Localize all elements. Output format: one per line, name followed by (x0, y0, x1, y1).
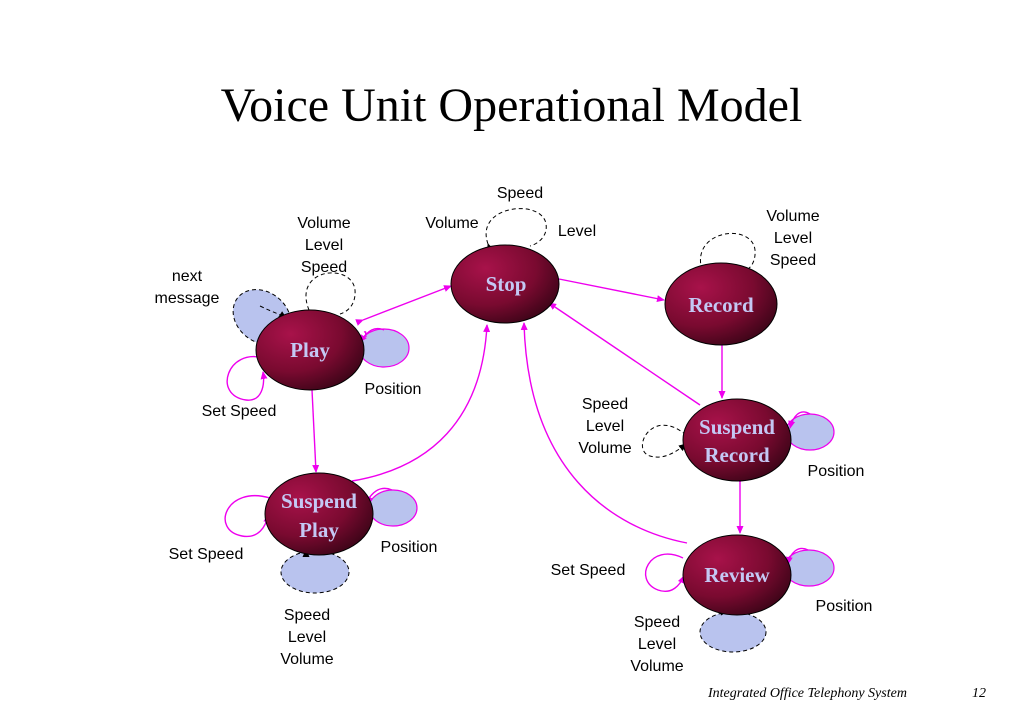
review-set-speed-loop (644, 553, 685, 592)
suspend-record-position-label: Position (808, 463, 865, 480)
review-position-label: Position (816, 598, 873, 615)
state-play: Play (255, 309, 365, 391)
transition-stop-record (551, 274, 665, 303)
state-stop-label: Stop (486, 272, 527, 296)
record-vls-label-2: Level (774, 230, 812, 247)
states: Stop Record Play Suspend Record Suspend … (255, 244, 792, 616)
play-set-speed-label: Set Speed (202, 403, 277, 420)
suspend-play-set-speed-label: Set Speed (169, 546, 244, 563)
state-review-label: Review (704, 563, 770, 587)
state-suspend-record-line1: Suspend (699, 415, 775, 439)
stop-volume-label: Volume (425, 215, 478, 232)
record-vls-loop (699, 232, 756, 278)
suspend-play-slv-label-2: Level (288, 629, 326, 646)
transitions (224, 274, 811, 592)
play-position-label: Position (365, 381, 422, 398)
event-labels: Speed Volume Level Volume Level Speed ne… (155, 185, 873, 675)
suspend-play-slv-blob (280, 550, 350, 594)
play-next-message-arrow (259, 305, 287, 319)
play-vls-label-3: Speed (301, 259, 347, 276)
transition-play-suspend-play (308, 382, 320, 473)
stop-level-label: Level (558, 223, 596, 240)
suspend-play-slv-label-3: Volume (280, 651, 333, 668)
suspend-record-slv-label-2: Level (586, 418, 624, 435)
suspend-record-slv-label-1: Speed (582, 396, 628, 413)
transition-suspend-play-stop (351, 324, 491, 482)
state-suspend-play-line1: Suspend (281, 489, 357, 513)
play-vls-loop (305, 272, 356, 318)
play-next-message-label-1: next (172, 268, 203, 285)
play-set-speed-loop (226, 355, 268, 401)
state-play-label: Play (290, 338, 330, 362)
record-vls-label-1: Volume (766, 208, 819, 225)
slide-title: Voice Unit Operational Model (220, 79, 803, 132)
footer-title: Integrated Office Telephony System (708, 686, 907, 701)
transition-play-stop (355, 285, 452, 326)
suspend-play-position-label: Position (381, 539, 438, 556)
suspend-play-slv-label-1: Speed (284, 607, 330, 624)
play-vls-label-1: Volume (297, 215, 350, 232)
play-vls-label-2: Level (305, 237, 343, 254)
suspend-record-slv-label-3: Volume (578, 440, 631, 457)
play-next-message-label-2: message (155, 290, 220, 307)
review-slv-label-3: Volume (630, 658, 683, 675)
stop-speed-label: Speed (497, 185, 543, 202)
transition-suspend-record-stop (548, 302, 701, 406)
state-suspend-play-line2: Play (299, 518, 339, 542)
state-stop: Stop (450, 244, 560, 324)
state-suspend-record: Suspend Record (682, 398, 792, 482)
review-slv-blob (699, 611, 767, 653)
review-set-speed-label: Set Speed (551, 562, 626, 579)
review-slv-label-1: Speed (634, 614, 680, 631)
suspend-play-set-speed-loop (224, 495, 271, 538)
transition-review-stop (520, 322, 688, 544)
record-vls-label-3: Speed (770, 252, 816, 269)
state-suspend-record-line2: Record (704, 443, 770, 467)
suspend-record-position-link (788, 411, 811, 429)
suspend-play-position-blob (368, 489, 418, 527)
state-record: Record (664, 262, 778, 346)
footer-page-number: 12 (972, 686, 986, 701)
suspend-record-slv-loop (641, 424, 687, 458)
state-review: Review (682, 534, 792, 616)
review-slv-label-2: Level (638, 636, 676, 653)
stop-speed-level-volume-loop (485, 208, 547, 252)
state-record-label: Record (688, 293, 754, 317)
review-position-link (785, 547, 809, 565)
state-suspend-play: Suspend Play (264, 472, 374, 556)
